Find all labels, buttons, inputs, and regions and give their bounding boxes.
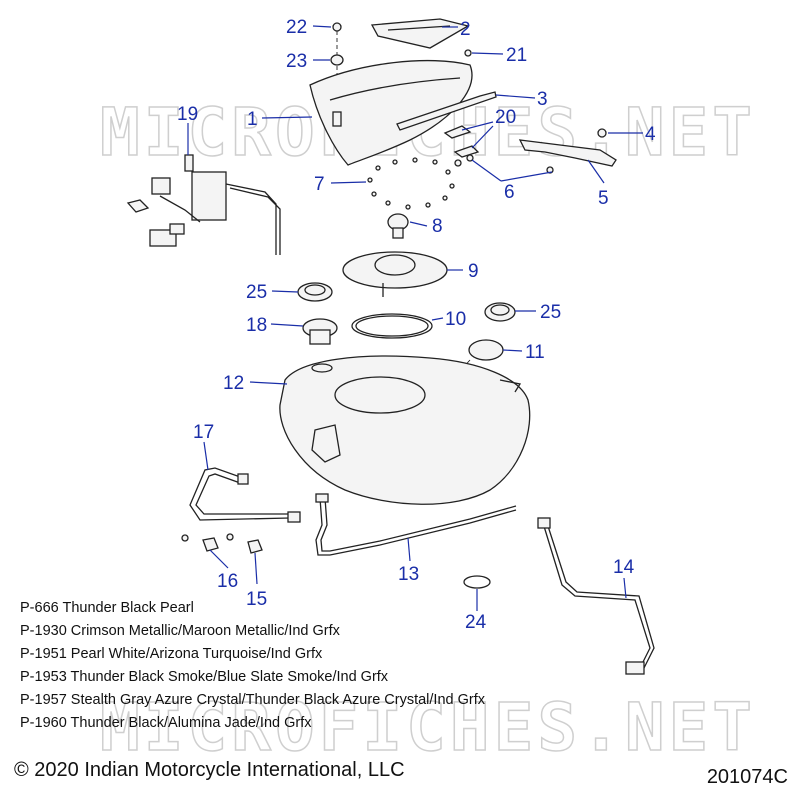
part-clamp bbox=[463, 575, 491, 589]
callout-25-right: 25 bbox=[540, 302, 561, 323]
callout-6: 6 bbox=[504, 182, 515, 203]
part-flange-plate bbox=[342, 251, 448, 297]
part-valve bbox=[387, 213, 409, 239]
part-console bbox=[309, 59, 473, 166]
leader-lines bbox=[187, 25, 643, 611]
part-fuel-tank bbox=[279, 355, 531, 505]
part-seal-left bbox=[297, 282, 333, 302]
part-fuel-line-13 bbox=[315, 493, 517, 556]
callout-4: 4 bbox=[645, 124, 656, 145]
callout-2: 2 bbox=[460, 19, 471, 40]
callout-13: 13 bbox=[398, 564, 419, 585]
part-bracket bbox=[518, 139, 617, 167]
part-console-cover bbox=[370, 18, 470, 49]
part-bolt-pattern bbox=[367, 157, 455, 210]
part-fuel-line-14 bbox=[537, 517, 655, 675]
watermark-bottom: MICROFICHES.NET bbox=[100, 689, 756, 766]
callout-19: 19 bbox=[177, 104, 198, 125]
part-screw-4 bbox=[597, 128, 607, 138]
callout-21: 21 bbox=[506, 45, 527, 66]
part-gasket bbox=[351, 313, 433, 339]
callout-16: 16 bbox=[217, 571, 238, 592]
callout-24: 24 bbox=[465, 612, 487, 633]
callout-10: 10 bbox=[445, 309, 466, 330]
part-screw-21 bbox=[464, 49, 472, 57]
part-seal-right bbox=[484, 302, 516, 322]
callout-15: 15 bbox=[246, 589, 267, 610]
callout-17: 17 bbox=[193, 422, 214, 443]
callout-18: 18 bbox=[246, 315, 267, 336]
callout-8: 8 bbox=[432, 216, 443, 237]
callout-5: 5 bbox=[598, 188, 609, 209]
reference-number: 201074C bbox=[706, 766, 788, 788]
color-code-item: P-1953 Thunder Black Smoke/Blue Slate Sm… bbox=[20, 669, 389, 685]
callout-20: 20 bbox=[495, 107, 516, 128]
callout-12: 12 bbox=[223, 373, 244, 394]
color-code-item: P-1930 Crimson Metallic/Maroon Metallic/… bbox=[20, 623, 340, 639]
part-cap bbox=[302, 318, 338, 345]
copyright-text: © 2020 Indian Motorcycle International, … bbox=[14, 759, 405, 781]
callout-9: 9 bbox=[468, 261, 479, 282]
part-hose-17 bbox=[189, 467, 301, 523]
color-code-item: P-666 Thunder Black Pearl bbox=[20, 600, 194, 616]
part-grommet-23 bbox=[330, 54, 344, 66]
callout-1: 1 bbox=[247, 109, 258, 130]
callout-11: 11 bbox=[525, 342, 545, 363]
color-code-item: P-1957 Stealth Gray Azure Crystal/Thunde… bbox=[20, 692, 485, 708]
color-code-list: P-666 Thunder Black Pearl P-1930 Crimson… bbox=[20, 597, 485, 735]
callout-14: 14 bbox=[613, 557, 635, 578]
callout-23: 23 bbox=[286, 51, 307, 72]
callout-25-left: 25 bbox=[246, 282, 267, 303]
color-code-item: P-1960 Thunder Black/Alumina Jade/Ind Gr… bbox=[20, 715, 312, 731]
part-fuel-pump bbox=[126, 154, 281, 255]
callout-3: 3 bbox=[537, 89, 548, 110]
part-trim-strip bbox=[396, 91, 497, 131]
callout-22: 22 bbox=[286, 17, 307, 38]
part-fittings bbox=[181, 533, 263, 554]
color-code-item: P-1951 Pearl White/Arizona Turquoise/Ind… bbox=[20, 646, 323, 662]
callout-7: 7 bbox=[314, 174, 325, 195]
